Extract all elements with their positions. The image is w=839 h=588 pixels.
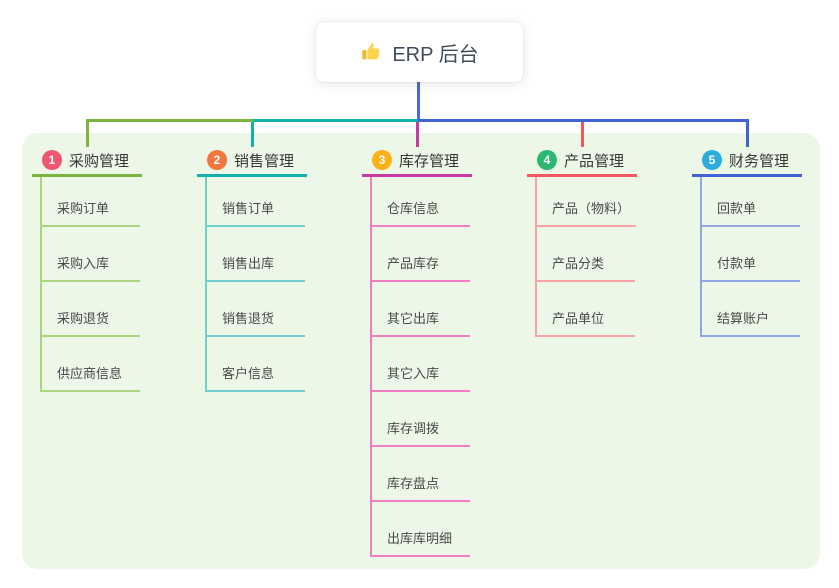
sub-item-label: 采购退货 — [40, 308, 140, 337]
sub-item-label: 仓库信息 — [370, 198, 470, 227]
sub-item[interactable]: 销售出库 — [205, 227, 347, 282]
branch-drop-connector — [86, 119, 89, 147]
branch-drop-connector — [416, 119, 419, 147]
sub-item-label: 产品库存 — [370, 253, 470, 282]
branch-number-badge: 4 — [537, 150, 557, 170]
branch-title-label: 财务管理 — [729, 152, 790, 170]
sub-item[interactable]: 产品单位 — [535, 282, 677, 337]
sub-item[interactable]: 客户信息 — [205, 337, 347, 392]
root-node[interactable]: ERP 后台 — [316, 22, 523, 82]
sub-item[interactable]: 采购退货 — [40, 282, 182, 337]
branch-title[interactable]: 1 采购管理 — [32, 146, 142, 177]
branch-column: 5 财务管理 回款单付款单结算账户 — [692, 146, 839, 337]
root-stem-connector — [417, 82, 420, 120]
sub-item-label: 销售出库 — [205, 253, 305, 282]
branch-column: 4 产品管理 产品（物料） 产品分类产品单位 — [527, 146, 677, 337]
sub-item-label: 结算账户 — [700, 308, 800, 337]
branch-number-badge: 1 — [42, 150, 62, 170]
sub-item[interactable]: 出库库明细 — [370, 502, 512, 557]
thumbs-up-icon — [360, 41, 382, 63]
sub-item[interactable]: 结算账户 — [700, 282, 839, 337]
sub-item-label: 回款单 — [700, 198, 800, 227]
sub-item-label: 供应商信息 — [40, 363, 140, 392]
sub-item-label: 采购入库 — [40, 253, 140, 282]
bus-segment-blue — [418, 119, 749, 122]
branch-drop-connector — [746, 119, 749, 147]
sub-item-list: 回款单付款单结算账户 — [700, 177, 839, 337]
sub-item-list: 产品（物料） 产品分类产品单位 — [535, 177, 677, 337]
sub-item[interactable]: 其它入库 — [370, 337, 512, 392]
sub-item-list: 仓库信息产品库存其它出库其它入库库存调拨库存盘点出库库明细 — [370, 177, 512, 557]
sub-item[interactable]: 供应商信息 — [40, 337, 182, 392]
root-title: ERP 后台 — [392, 43, 479, 66]
sub-item[interactable]: 采购入库 — [40, 227, 182, 282]
branch-title[interactable]: 3 库存管理 — [362, 146, 472, 177]
sub-item-label: 客户信息 — [205, 363, 305, 392]
sub-item[interactable]: 产品库存 — [370, 227, 512, 282]
sub-item-label: 库存调拨 — [370, 418, 470, 447]
sub-item[interactable]: 付款单 — [700, 227, 839, 282]
branch-column: 1 采购管理 采购订单采购入库采购退货供应商信息 — [32, 146, 182, 392]
branch-title-label: 销售管理 — [234, 152, 295, 170]
sub-item-label: 其它入库 — [370, 363, 470, 392]
sub-item[interactable]: 产品（物料） — [535, 177, 677, 227]
sub-item[interactable]: 销售订单 — [205, 177, 347, 227]
branch-title[interactable]: 4 产品管理 — [527, 146, 637, 177]
sub-item-label: 其它出库 — [370, 308, 470, 337]
bus-segment-green — [86, 119, 253, 122]
sub-item-label: 销售退货 — [205, 308, 305, 337]
branch-title-label: 库存管理 — [399, 152, 460, 170]
sub-item[interactable]: 其它出库 — [370, 282, 512, 337]
branch-number-badge: 2 — [207, 150, 227, 170]
sub-item[interactable]: 回款单 — [700, 177, 839, 227]
branch-column: 3 库存管理 仓库信息产品库存其它出库其它入库库存调拨库存盘点出库库明细 — [362, 146, 512, 557]
branch-number-badge: 5 — [702, 150, 722, 170]
sub-item[interactable]: 仓库信息 — [370, 177, 512, 227]
sub-item[interactable]: 库存盘点 — [370, 447, 512, 502]
branch-title-label: 采购管理 — [69, 152, 130, 170]
sub-item[interactable]: 采购订单 — [40, 177, 182, 227]
sub-item[interactable]: 产品分类 — [535, 227, 677, 282]
sub-item-label: 库存盘点 — [370, 473, 470, 502]
branches-background-panel — [22, 133, 820, 569]
sub-item-list: 采购订单采购入库采购退货供应商信息 — [40, 177, 182, 392]
sub-item[interactable]: 销售退货 — [205, 282, 347, 337]
sub-item-label: 出库库明细 — [370, 528, 470, 557]
branch-drop-connector — [251, 119, 254, 147]
sub-item-list: 销售订单销售出库销售退货客户信息 — [205, 177, 347, 392]
bus-segment-teal — [253, 119, 418, 122]
sub-item-label: 产品（物料） — [535, 198, 637, 227]
sub-item[interactable]: 库存调拨 — [370, 392, 512, 447]
sub-item-label: 产品分类 — [535, 253, 635, 282]
branch-number-badge: 3 — [372, 150, 392, 170]
branch-title[interactable]: 5 财务管理 — [692, 146, 802, 177]
sub-item-label: 付款单 — [700, 253, 800, 282]
branch-drop-connector — [581, 119, 584, 147]
branch-title[interactable]: 2 销售管理 — [197, 146, 307, 177]
sub-item-label: 采购订单 — [40, 198, 140, 227]
sub-item-label: 销售订单 — [205, 198, 305, 227]
branch-column: 2 销售管理 销售订单销售出库销售退货客户信息 — [197, 146, 347, 392]
sub-item-label: 产品单位 — [535, 308, 635, 337]
branch-title-label: 产品管理 — [564, 152, 625, 170]
